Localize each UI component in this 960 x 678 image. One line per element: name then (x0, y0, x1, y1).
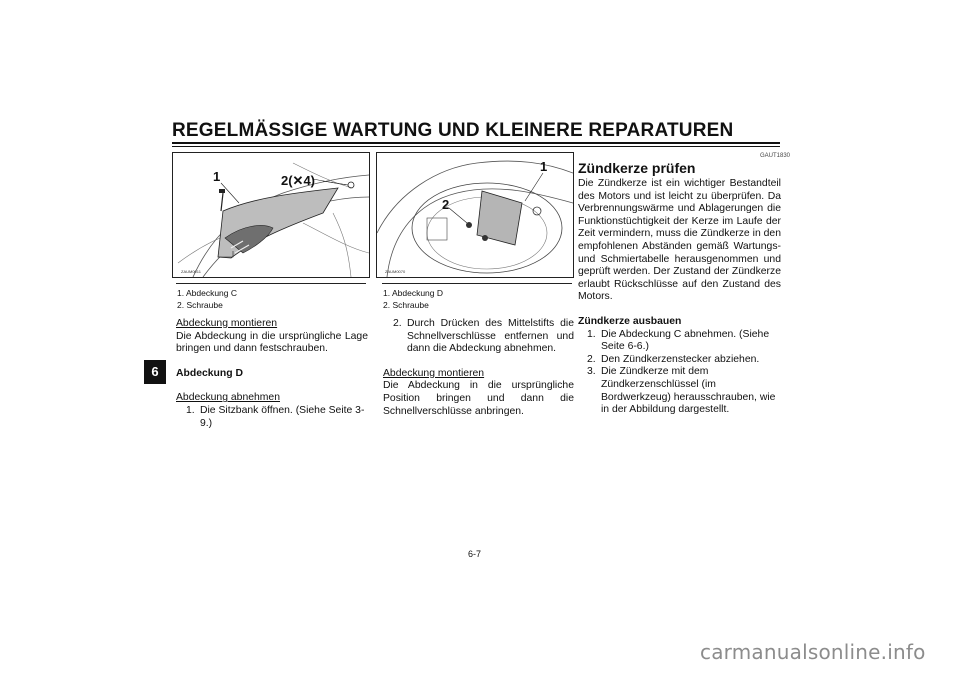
figure-caption: 1. Abdeckung D 2. Schraube (383, 287, 443, 311)
figure-cover-d: 1 2 ZAUM0070 (376, 152, 574, 278)
list-text: Durch Drücken des Mittelstifts die Schne… (407, 318, 574, 355)
list-text: Den Zündkerzenstecker abziehen. (601, 353, 760, 365)
list-item: 1. Die Abdeckung C abnehmen. (Siehe Seit… (578, 329, 781, 354)
callout-1: 1 (213, 169, 220, 184)
figure-code: ZAUM0011 (181, 269, 202, 274)
list-item: 2. Durch Drücken des Mittelstifts die Sc… (383, 318, 574, 356)
section-title: Zündkerze prüfen (578, 160, 696, 176)
list-item: 1. Die Sitzbank öffnen. (Siehe Seite 3-9… (176, 405, 368, 430)
list-number: 1. (186, 404, 195, 416)
list-number: 2. (393, 318, 402, 329)
list-item: 3. Die Zündkerze mit dem Zündkerzenschlü… (578, 366, 781, 416)
paragraph: Die Abdeckung in die ursprüngliche Lage … (176, 330, 368, 355)
title-rule (172, 142, 780, 144)
cover-d-illustration: 1 2 ZAUM0070 (377, 159, 573, 277)
document-code: GAUT1830 (760, 153, 791, 159)
list-number: 1. (587, 328, 596, 340)
figure-code: ZAUM0070 (385, 269, 406, 274)
section-heading: Abdeckung abnehmen (176, 392, 280, 404)
chapter-tab: 6 (144, 360, 166, 384)
caption-rule (176, 283, 366, 284)
column-middle: 2. Durch Drücken des Mittelstifts die Sc… (383, 318, 574, 418)
callout-2: 2(✕4) (281, 173, 315, 188)
subheading: Zündkerze ausbauen (578, 315, 682, 327)
page-title: REGELMÄSSIGE WARTUNG UND KLEINERE REPARA… (172, 120, 734, 141)
list-number: 3. (587, 366, 596, 378)
section-heading: Abdeckung D (176, 367, 243, 379)
figure-cover-c: 1 2(✕4) ZAUM0011 (172, 152, 370, 278)
caption-item: 1. Abdeckung C (177, 288, 238, 298)
list-text: Die Zündkerze mit dem Zündkerzenschlüsse… (601, 366, 776, 416)
list-text: Die Sitzbank öffnen. (Siehe Seite 3-9.) (200, 404, 365, 429)
cover-c-illustration: 1 2(✕4) ZAUM0011 (177, 162, 369, 277)
figure-caption: 1. Abdeckung C 2. Schraube (177, 287, 237, 311)
caption-item: 2. Schraube (383, 300, 429, 310)
column-right: Die Zündkerze ist ein wichtiger Bestandt… (578, 178, 781, 417)
callout-2: 2 (442, 197, 449, 212)
section-heading: Abdeckung montieren (383, 367, 485, 379)
section-heading: Abdeckung montieren (176, 318, 278, 329)
callout-1: 1 (540, 159, 547, 174)
paragraph: Die Zündkerze ist ein wichtiger Bestandt… (578, 178, 781, 303)
list-number: 2. (587, 353, 596, 365)
title-rule-thin (172, 146, 780, 147)
caption-item: 1. Abdeckung D (383, 288, 444, 298)
paragraph: Die Abdeckung in die ursprüngliche Posit… (383, 380, 574, 417)
list-text: Die Abdeckung C abnehmen. (Siehe Seite 6… (601, 328, 770, 353)
page-number: 6-7 (468, 549, 482, 559)
caption-rule (382, 283, 572, 284)
list-item: 2. Den Zündkerzenstecker abziehen. (578, 354, 781, 367)
column-left: Abdeckung montieren Die Abdeckung in die… (176, 318, 368, 430)
watermark: carmanualsonline.info (700, 640, 926, 664)
caption-item: 2. Schraube (177, 300, 223, 310)
